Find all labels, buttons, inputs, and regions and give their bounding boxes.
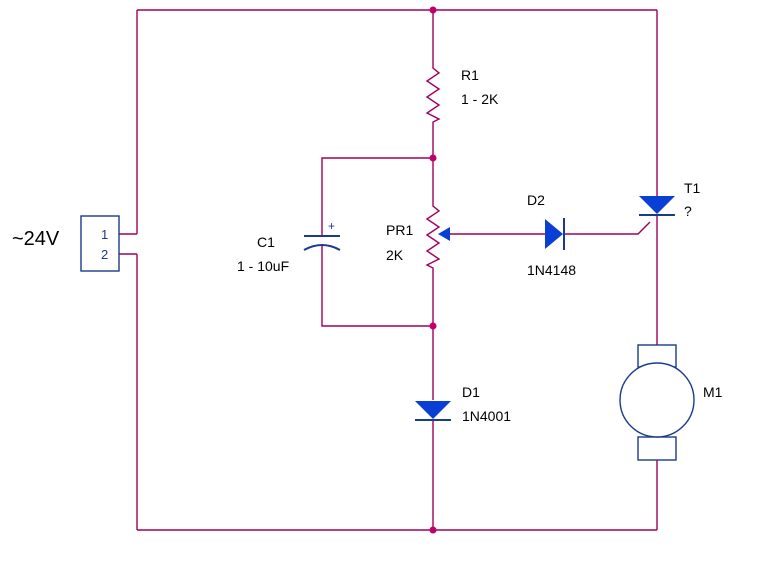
source-label: ~24V: [12, 228, 60, 250]
wire-cap-loop: [321, 157, 433, 225]
connector-body: [80, 215, 120, 272]
d1-ref: D1: [462, 384, 480, 400]
wire-cap-loop-bottom: [321, 248, 433, 327]
junction-dot: [429, 526, 437, 534]
d1-value: 1N4001: [462, 408, 511, 424]
wire-d2-gate: [564, 221, 651, 235]
junction-dot: [429, 6, 437, 14]
pr1-zigzag: [425, 200, 441, 274]
t1-triangle: [639, 196, 675, 214]
m1-motor: [619, 344, 695, 461]
junction-dot: [429, 322, 437, 330]
d1-triangle: [415, 401, 451, 419]
d2-diode: [545, 218, 565, 250]
t1-thyristor: [639, 196, 675, 216]
power-connector: 1 2: [80, 215, 120, 272]
pr1-wiper-arrow: [438, 227, 450, 241]
junctions: [429, 6, 437, 534]
m1-brush-bottom: [637, 436, 677, 461]
r1-value: 1 - 2K: [461, 91, 499, 107]
d2-ref: D2: [527, 192, 545, 208]
r1-resistor: [425, 62, 441, 126]
d1-diode: [415, 401, 451, 421]
r1-ref: R1: [461, 67, 479, 83]
c1-value: 1 - 10uF: [237, 258, 289, 274]
t1-value: ?: [684, 203, 692, 219]
connector-pin2-label: 2: [101, 247, 108, 262]
connector-pin1-label: 1: [101, 227, 108, 242]
d2-triangle: [545, 219, 563, 249]
junction-dot: [429, 154, 437, 162]
c1-polarity-mark: +: [328, 219, 335, 233]
wires: [119, 9, 658, 531]
r1-zigzag: [425, 62, 441, 126]
t1-ref: T1: [684, 180, 701, 196]
pr1-value: 2K: [386, 247, 404, 263]
pr1-ref: PR1: [386, 222, 413, 238]
c1-ref: C1: [257, 234, 275, 250]
pr1-potentiometer: [425, 200, 450, 274]
c1-capacitor: +: [303, 219, 341, 251]
m1-ref: M1: [703, 384, 723, 400]
d2-value: 1N4148: [527, 262, 576, 278]
m1-rotor-circle: [619, 362, 695, 438]
